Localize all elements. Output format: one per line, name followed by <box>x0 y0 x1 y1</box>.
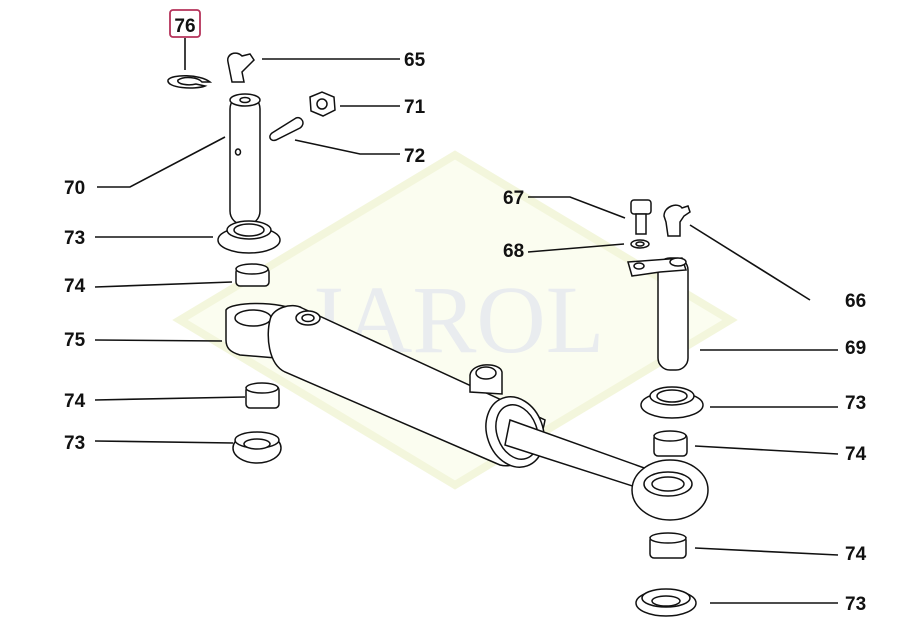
callout-75[interactable]: 75 <box>64 330 86 351</box>
callout-69[interactable]: 69 <box>845 338 866 359</box>
grease-nipple-65[interactable] <box>227 52 255 83</box>
nut-71[interactable] <box>309 91 336 117</box>
seal-73-lower-left[interactable] <box>232 431 282 464</box>
seal-73-upper-left[interactable] <box>217 220 281 254</box>
seal-73-upper-right[interactable] <box>640 386 704 419</box>
circlip-76[interactable] <box>167 75 213 89</box>
leader-lines <box>94 38 839 604</box>
callout-65[interactable]: 65 <box>404 50 426 71</box>
bolt-67[interactable] <box>630 199 652 235</box>
callout-74[interactable]: 74 <box>64 391 86 412</box>
seal-73-lower-right[interactable] <box>635 588 697 617</box>
pin-70[interactable] <box>229 93 261 226</box>
callout-72[interactable]: 72 <box>404 146 425 167</box>
callout-71[interactable]: 71 <box>404 97 426 118</box>
hydraulic-cylinder-75[interactable] <box>225 302 709 521</box>
callout-74[interactable]: 74 <box>845 444 867 465</box>
bush-74-upper-left[interactable] <box>235 263 270 287</box>
bush-74-lower-left[interactable] <box>245 382 280 409</box>
bush-74-lower-right[interactable] <box>649 532 687 559</box>
grub-screw-72[interactable] <box>269 116 304 142</box>
callout-73[interactable]: 73 <box>64 433 85 454</box>
callout-76-highlight-box <box>169 9 201 38</box>
callout-73[interactable]: 73 <box>64 228 85 249</box>
callout-73[interactable]: 73 <box>845 393 866 414</box>
watermark: JAROL <box>172 150 738 490</box>
callout-73[interactable]: 73 <box>845 594 866 615</box>
bush-74-middle-right[interactable] <box>653 430 688 457</box>
callout-67[interactable]: 67 <box>503 188 524 209</box>
grease-nipple-66[interactable] <box>663 204 691 237</box>
callout-76[interactable]: 76 <box>174 16 195 37</box>
callout-68[interactable]: 68 <box>503 241 524 262</box>
callout-66[interactable]: 66 <box>845 291 866 312</box>
callout-70[interactable]: 70 <box>64 178 85 199</box>
callout-74[interactable]: 74 <box>845 544 867 565</box>
pin-69[interactable] <box>627 257 689 371</box>
washer-68[interactable] <box>630 239 650 249</box>
callout-74[interactable]: 74 <box>64 276 86 297</box>
